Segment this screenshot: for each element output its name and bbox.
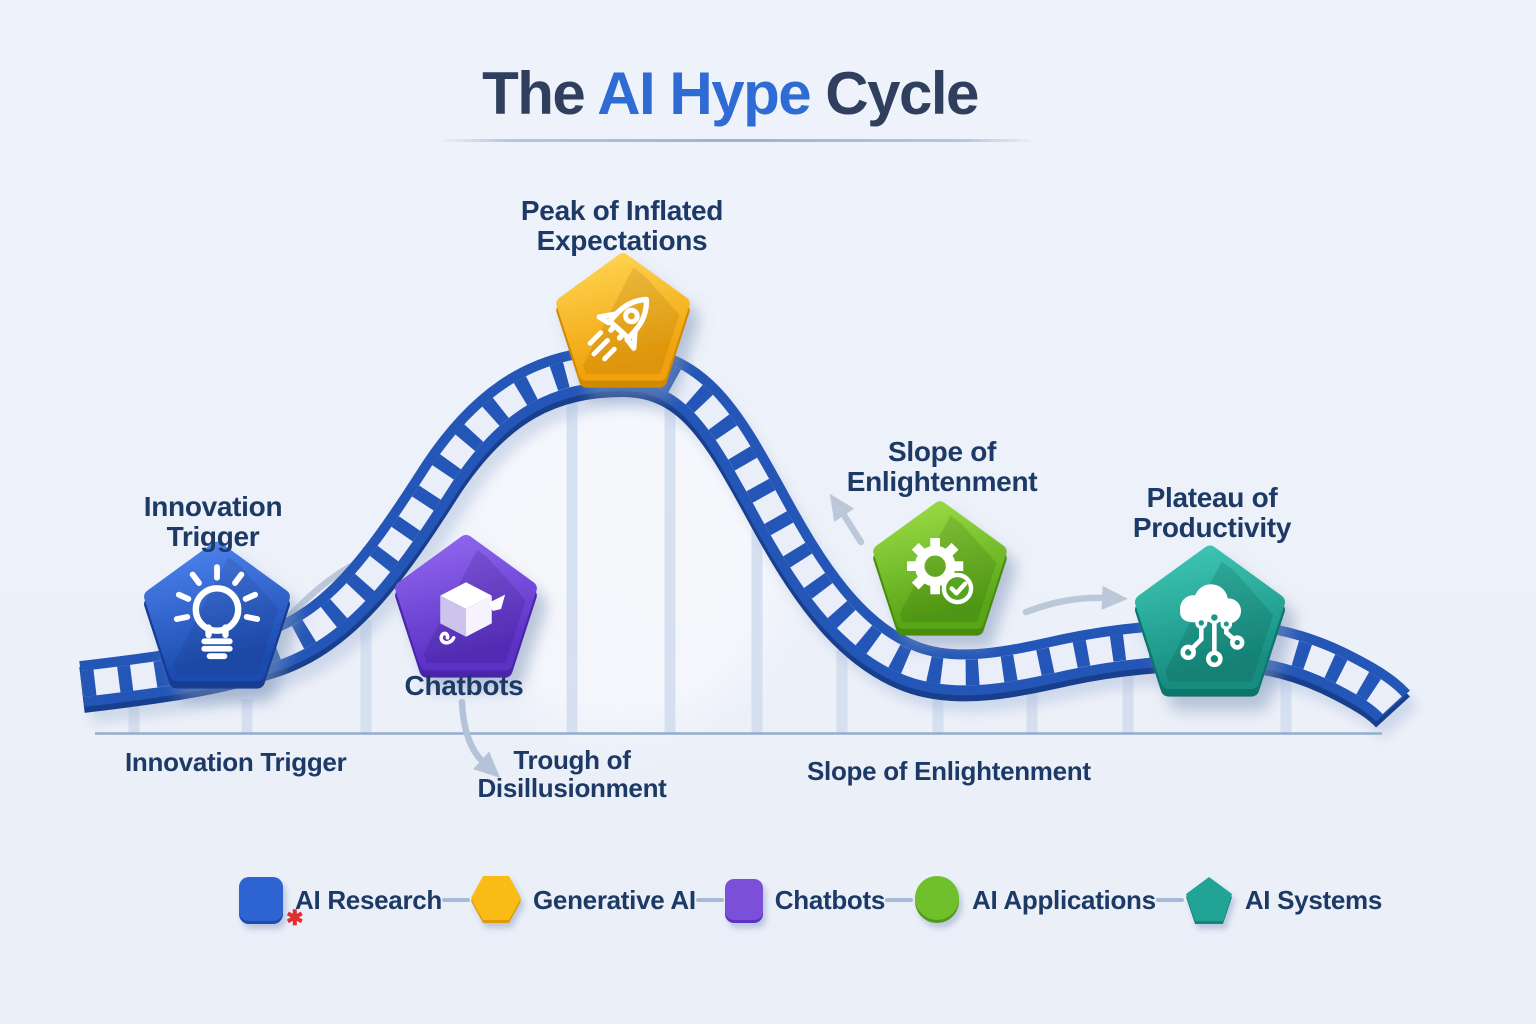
legend-item-ai-systems: AI Systems [1184, 875, 1382, 925]
support-post [241, 699, 253, 733]
title-underline [437, 139, 1037, 142]
stage-label-line: Slope of [887, 436, 997, 467]
rocket-speed-lines [587, 330, 617, 362]
stage-label-peak: Peak of Inflated Expectations [521, 196, 723, 255]
axis-label-slope: Slope of Enlightenment [807, 756, 1091, 786]
rocket-icon [587, 296, 650, 362]
legend-label: Chatbots [774, 884, 886, 915]
stage-label-line: Chatbots [404, 670, 524, 701]
green-circle-icon [915, 876, 960, 923]
stage-label-plateau: Plateau of Productivity [1132, 482, 1292, 543]
axis-label-trough: Trough of Disillusionment [477, 745, 667, 803]
arch-glow [462, 390, 782, 730]
legend-label: AI Applications [972, 884, 1156, 915]
axis-label-innovation-trigger: Innovation Trigger [125, 747, 347, 777]
cloud [1180, 584, 1242, 624]
hexagon-icon [471, 876, 521, 923]
stage-label-line: Innovation [143, 491, 283, 522]
legend-item-ai-research: AI Research ✱ [238, 875, 442, 929]
stage-label-line: Enlightenment [846, 465, 1038, 497]
teal-pentagon-icon [1185, 877, 1232, 924]
stage-label-slope: Slope of Enlightenment [847, 437, 1038, 496]
purple-square-icon [724, 879, 763, 923]
legend-separator [442, 898, 470, 902]
title-part-dark: The [482, 60, 586, 127]
asterisk-marker: ✱ [286, 907, 304, 930]
innovation-trigger-badge [151, 549, 291, 692]
stage-label-line: Productivity [1132, 511, 1292, 543]
blue-square-icon [239, 877, 283, 924]
support-post [836, 650, 848, 733]
legend-item-chatbots: Chatbots [724, 876, 885, 924]
stage-label-innovation-trigger: Innovation Trigger [144, 492, 283, 551]
axis-label-line: Disillusionment [477, 772, 667, 803]
lightbulb-icon [173, 564, 261, 660]
circuit-lines [1180, 610, 1245, 668]
slope-badge [880, 508, 1008, 639]
chatbots-badge [402, 542, 538, 681]
stage-label-line: Trigger [166, 520, 260, 552]
support-post [566, 390, 578, 733]
title-part-accent: AI Hype [597, 60, 811, 127]
stage-label-chatbots: Chatbots [405, 671, 524, 701]
legend-item-generative-ai: Generative AI [470, 875, 696, 925]
legend-separator [885, 898, 914, 902]
page-title: The AI Hype Cycle [482, 60, 979, 127]
axis-label-line: Trough of [513, 745, 631, 775]
title-part-dark: Cycle [825, 60, 979, 127]
support-post [751, 516, 763, 733]
climb-arrow-icon [829, 493, 865, 546]
legend-label: AI Systems [1244, 884, 1382, 915]
legend-separator [695, 898, 724, 902]
support-post [1280, 676, 1292, 733]
trough-pointer-arrow-icon [458, 698, 501, 778]
stage-label-line: Peak of Inflated [520, 195, 724, 226]
plateau-badge [1143, 553, 1287, 700]
lightbulb-rays [173, 564, 261, 622]
legend-item-ai-applications: AI Applications [913, 875, 1156, 925]
check-badge [941, 572, 974, 605]
legend: AI Research ✱ Generative AI Chatbots AI … [238, 872, 1382, 929]
stage-label-line: Expectations [536, 224, 708, 256]
legend-label: Generative AI [533, 884, 696, 915]
gear-check-icon [907, 538, 974, 605]
stage-label-line: Plateau of [1146, 482, 1278, 513]
legend-separator [1155, 898, 1184, 902]
plateau-arrow-icon [1022, 585, 1128, 616]
gear [907, 538, 964, 595]
support-post [1122, 659, 1134, 733]
cloud-circuit-icon [1180, 584, 1245, 668]
support-post [664, 402, 676, 733]
support-post [360, 620, 372, 733]
legend-label: AI Research [295, 884, 442, 915]
peak-badge [563, 260, 691, 391]
package-box-icon [439, 582, 506, 645]
